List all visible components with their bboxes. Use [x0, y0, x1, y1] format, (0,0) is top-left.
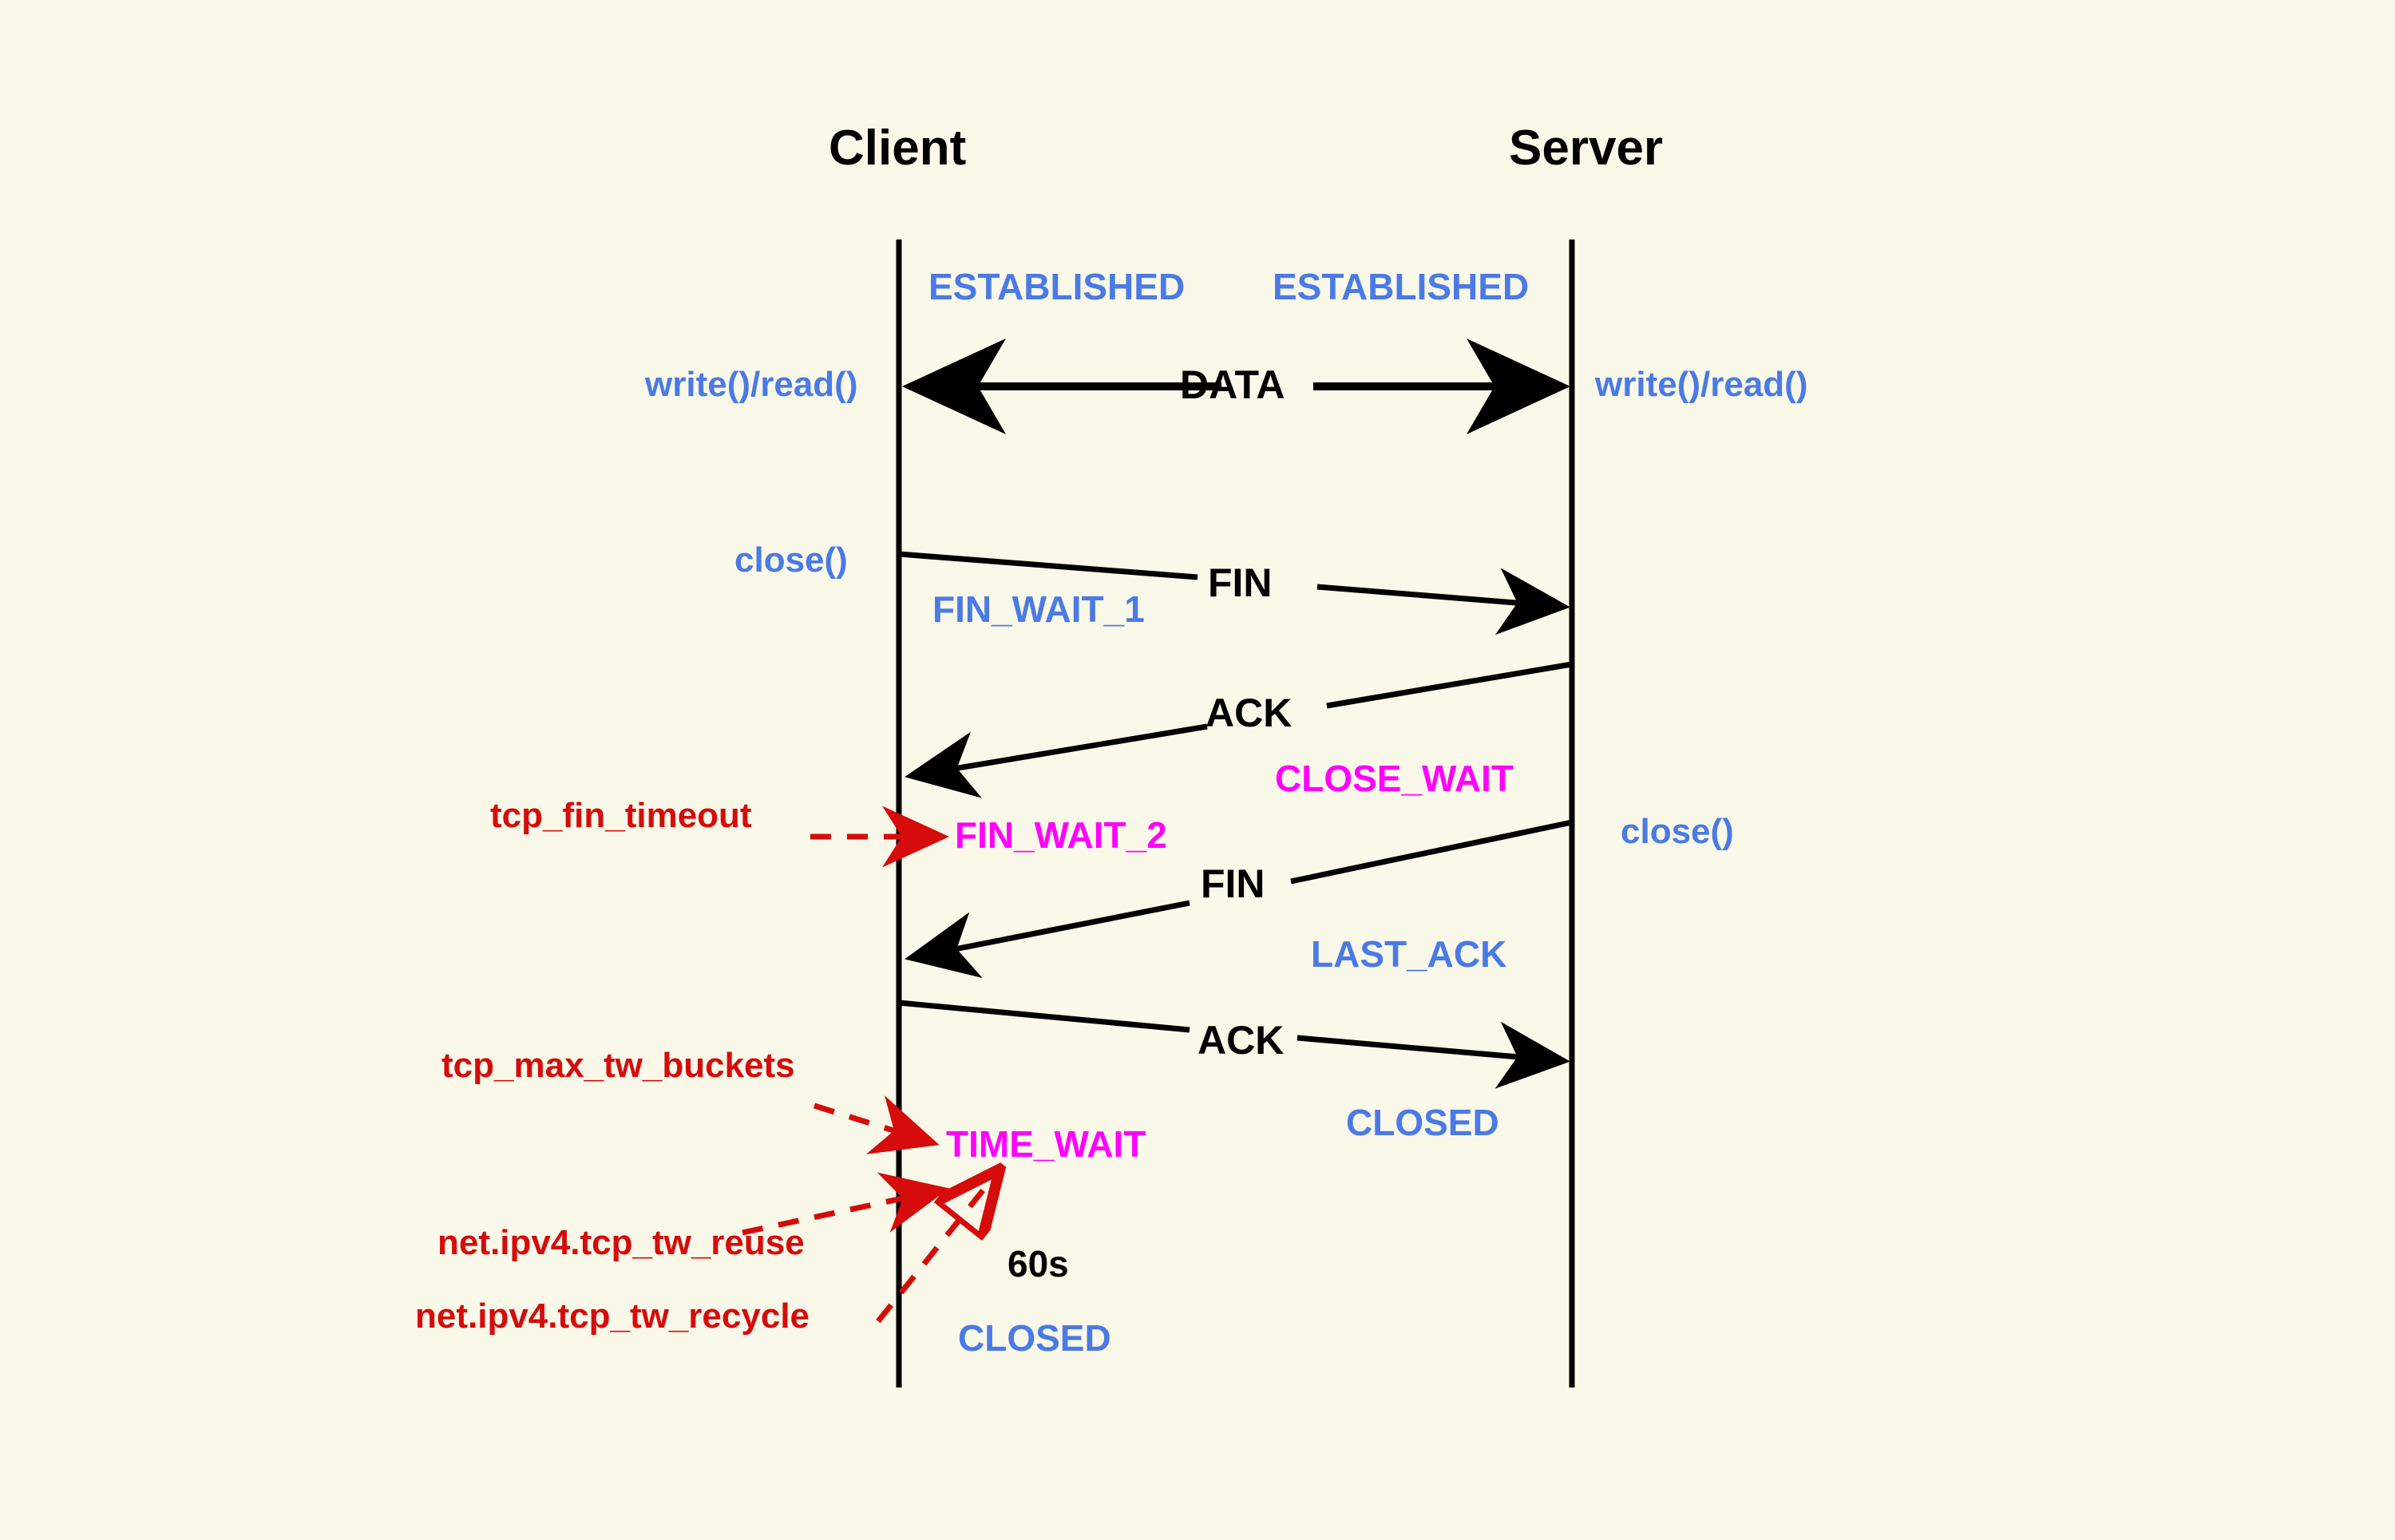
sysctl-tcp-tw-reuse: net.ipv4.tcp_tw_reuse [437, 1223, 805, 1262]
arrow-fin-1b [1316, 568, 1570, 635]
api-server-close: close() [1621, 812, 1734, 851]
message-fin-1-label: FIN [1208, 560, 1273, 605]
actor-client-label: Client [829, 121, 967, 176]
state-client-time-wait: TIME_WAIT [946, 1123, 1146, 1165]
sysctl-tcp-max-tw-buckets: tcp_max_tw_buckets [441, 1046, 795, 1085]
arrow-ack-1a [1326, 661, 1573, 709]
pointer-tcp-tw-recycle [876, 1174, 996, 1324]
message-data-label: DATA [1180, 362, 1285, 407]
arrow-ack-2b [1296, 1021, 1570, 1089]
api-client-close: close() [734, 540, 848, 580]
arrow-fin-2a [1290, 819, 1573, 885]
pointer-tcp-max-tw-buckets [813, 1095, 940, 1154]
arrow-fin-2b [905, 900, 1190, 978]
api-server-write-read: write()/read() [1595, 365, 1808, 404]
state-client-fin-wait-2: FIN_WAIT_2 [955, 814, 1167, 856]
arrow-fin-1a [898, 551, 1198, 580]
message-fin-2-label: FIN [1201, 861, 1265, 906]
state-client-established: ESTABLISHED [928, 266, 1186, 307]
state-server-established: ESTABLISHED [1273, 266, 1530, 307]
sysctl-tcp-tw-recycle: net.ipv4.tcp_tw_recycle [415, 1297, 810, 1336]
message-ack-2-label: ACK [1198, 1018, 1285, 1063]
arrow-ack-1b [905, 723, 1208, 798]
state-server-close-wait: CLOSE_WAIT [1275, 758, 1514, 799]
state-server-last-ack: LAST_ACK [1311, 933, 1507, 975]
state-server-closed: CLOSED [1346, 1102, 1499, 1143]
api-client-write-read: write()/read() [645, 365, 858, 404]
state-client-closed: CLOSED [958, 1317, 1111, 1359]
actor-server-label: Server [1509, 121, 1664, 176]
timer-time-wait-60s: 60s [1007, 1243, 1069, 1285]
sysctl-tcp-fin-timeout: tcp_fin_timeout [490, 796, 752, 835]
arrow-ack-2a [898, 1000, 1190, 1033]
state-client-fin-wait-1: FIN_WAIT_1 [932, 588, 1145, 630]
message-ack-1-label: ACK [1205, 691, 1293, 735]
